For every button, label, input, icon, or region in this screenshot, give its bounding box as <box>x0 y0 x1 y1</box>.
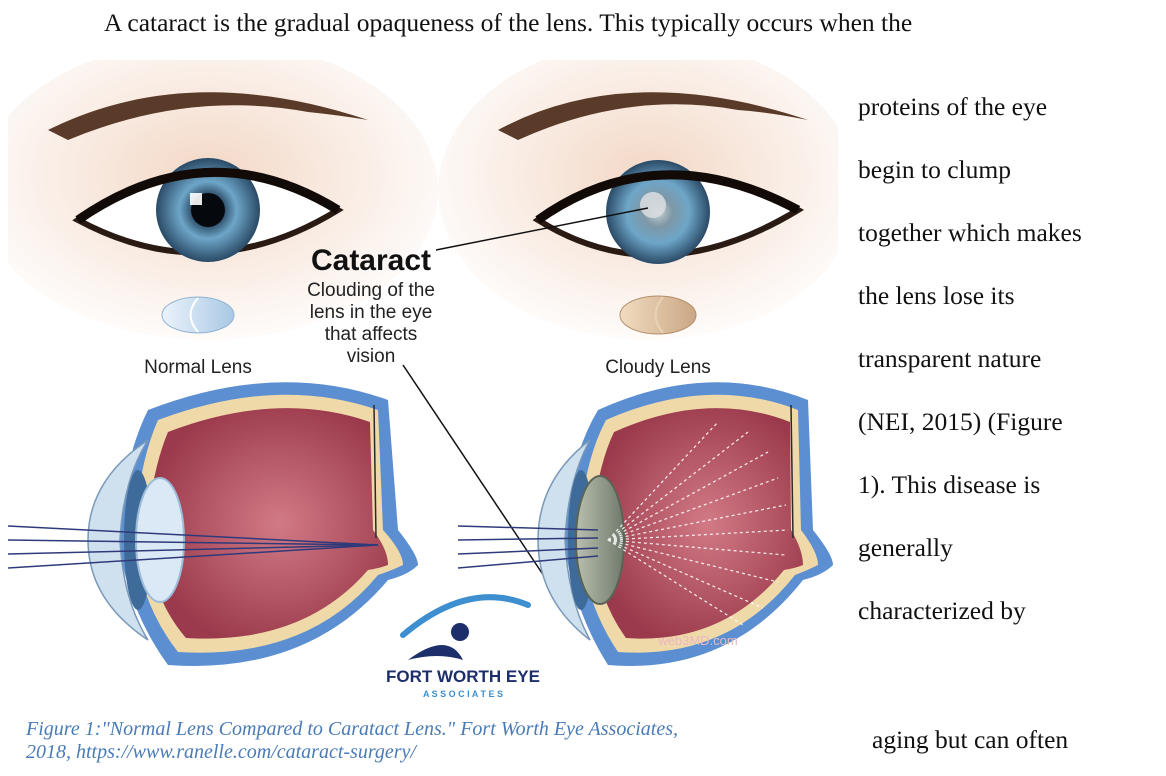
normal-eye-diagram <box>8 382 418 666</box>
paragraph-line: aging but can often <box>872 725 1068 755</box>
cataract-desc-line: vision <box>347 346 396 367</box>
caption-line: Figure 1:"Normal Lens Compared to Carata… <box>26 718 806 741</box>
cataract-figure: Cataract Clouding of the lens in the eye… <box>8 60 838 710</box>
cataract-eye-diagram: web3MD.com <box>458 382 833 666</box>
cataract-illustration: Cataract Clouding of the lens in the eye… <box>8 60 838 710</box>
normal-lens-label: Normal Lens <box>144 357 252 378</box>
cataract-desc-line: Clouding of the <box>307 280 435 301</box>
paragraph-line: transparent nature <box>858 344 1041 374</box>
paragraph-line: characterized by <box>858 596 1026 626</box>
callout-pointer-line <box>403 365 560 600</box>
cloudy-lens-icon <box>620 296 696 334</box>
cataract-title: Cataract <box>311 244 431 277</box>
paragraph-line: together which makes <box>858 218 1082 248</box>
cataract-desc-line: that affects <box>325 324 418 345</box>
logo-name: FORT WORTH EYE <box>386 667 540 686</box>
paragraph-line: 1). This disease is <box>858 470 1040 500</box>
paragraph-line: (NEI, 2015) (Figure <box>858 407 1063 437</box>
watermark: web3MD.com <box>657 633 737 648</box>
fort-worth-eye-logo: FORT WORTH EYE A S S O C I A T E S <box>386 597 540 699</box>
logo-subtitle: A S S O C I A T E S <box>423 689 503 699</box>
figure-caption: Figure 1:"Normal Lens Compared to Carata… <box>26 718 806 764</box>
logo-body-icon <box>408 645 463 660</box>
paragraph-line: the lens lose its <box>858 281 1015 311</box>
normal-lens-icon <box>162 297 234 333</box>
logo-head-icon <box>451 623 469 641</box>
paragraph-line: proteins of the eye <box>858 92 1047 122</box>
cloudy-lens-label: Cloudy Lens <box>605 357 711 378</box>
cataract-eye-photo <box>438 60 838 340</box>
paragraph-line: generally <box>858 533 953 563</box>
caption-line: 2018, https://www.ranelle.com/cataract-s… <box>26 741 806 764</box>
cataract-desc-line: lens in the eye <box>310 302 433 323</box>
paragraph-line: begin to clump <box>858 155 1011 185</box>
paragraph-first-line: A cataract is the gradual opaqueness of … <box>104 8 912 38</box>
